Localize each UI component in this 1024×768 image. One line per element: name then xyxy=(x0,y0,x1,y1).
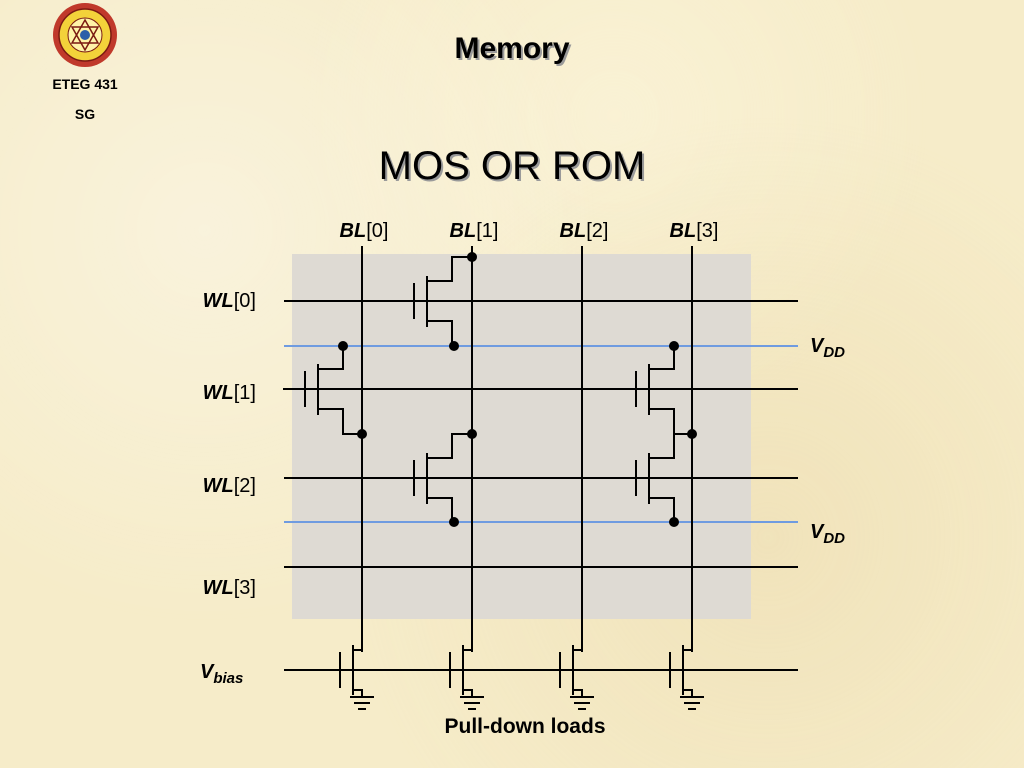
junction-dot xyxy=(357,429,367,439)
cell-transistor-wl2-bl3 xyxy=(612,433,692,522)
vdd-label-1: VDD xyxy=(810,521,845,547)
junction-dot xyxy=(449,341,459,351)
wordline-label-3: WL[3] xyxy=(203,577,256,599)
wordline-label-0: WL[0] xyxy=(203,290,256,312)
cell-transistor-wl1-bl0 xyxy=(283,346,362,435)
pulldown-transistor-bl3 xyxy=(669,640,704,710)
word-lines xyxy=(284,300,798,671)
pulldown-transistor-bl0 xyxy=(339,640,374,710)
junction-dot xyxy=(669,517,679,527)
junction-dot xyxy=(467,252,477,262)
pulldown-caption: Pull-down loads xyxy=(444,715,606,738)
pulldown-transistor-bl2 xyxy=(559,640,594,710)
wordline-label-2: WL[2] xyxy=(203,475,256,497)
junction-dot xyxy=(687,429,697,439)
bitline-label-1: BL[1] xyxy=(450,220,499,242)
junction-dots xyxy=(338,252,697,527)
vdd-lines xyxy=(284,345,798,523)
course-code: ETEG 431 xyxy=(52,76,118,92)
university-logo xyxy=(53,3,117,67)
junction-dot xyxy=(669,341,679,351)
junction-dot xyxy=(467,429,477,439)
wordline-label-1: WL[1] xyxy=(203,382,256,404)
slide-subtitle: MOS OR ROM xyxy=(378,144,646,188)
bitline-label-2: BL[2] xyxy=(560,220,609,242)
junction-dot xyxy=(449,517,459,527)
vdd-label-0: VDD xyxy=(810,335,845,361)
slide-title: Memory xyxy=(454,32,570,65)
bitline-label-0: BL[0] xyxy=(340,220,389,242)
bit-lines xyxy=(361,246,693,652)
bitline-label-3: BL[3] xyxy=(670,220,719,242)
course-section: SG xyxy=(74,106,96,122)
vbias-label: Vbias xyxy=(200,661,243,687)
junction-dot xyxy=(338,341,348,351)
pulldown-transistor-bl1 xyxy=(449,640,484,710)
